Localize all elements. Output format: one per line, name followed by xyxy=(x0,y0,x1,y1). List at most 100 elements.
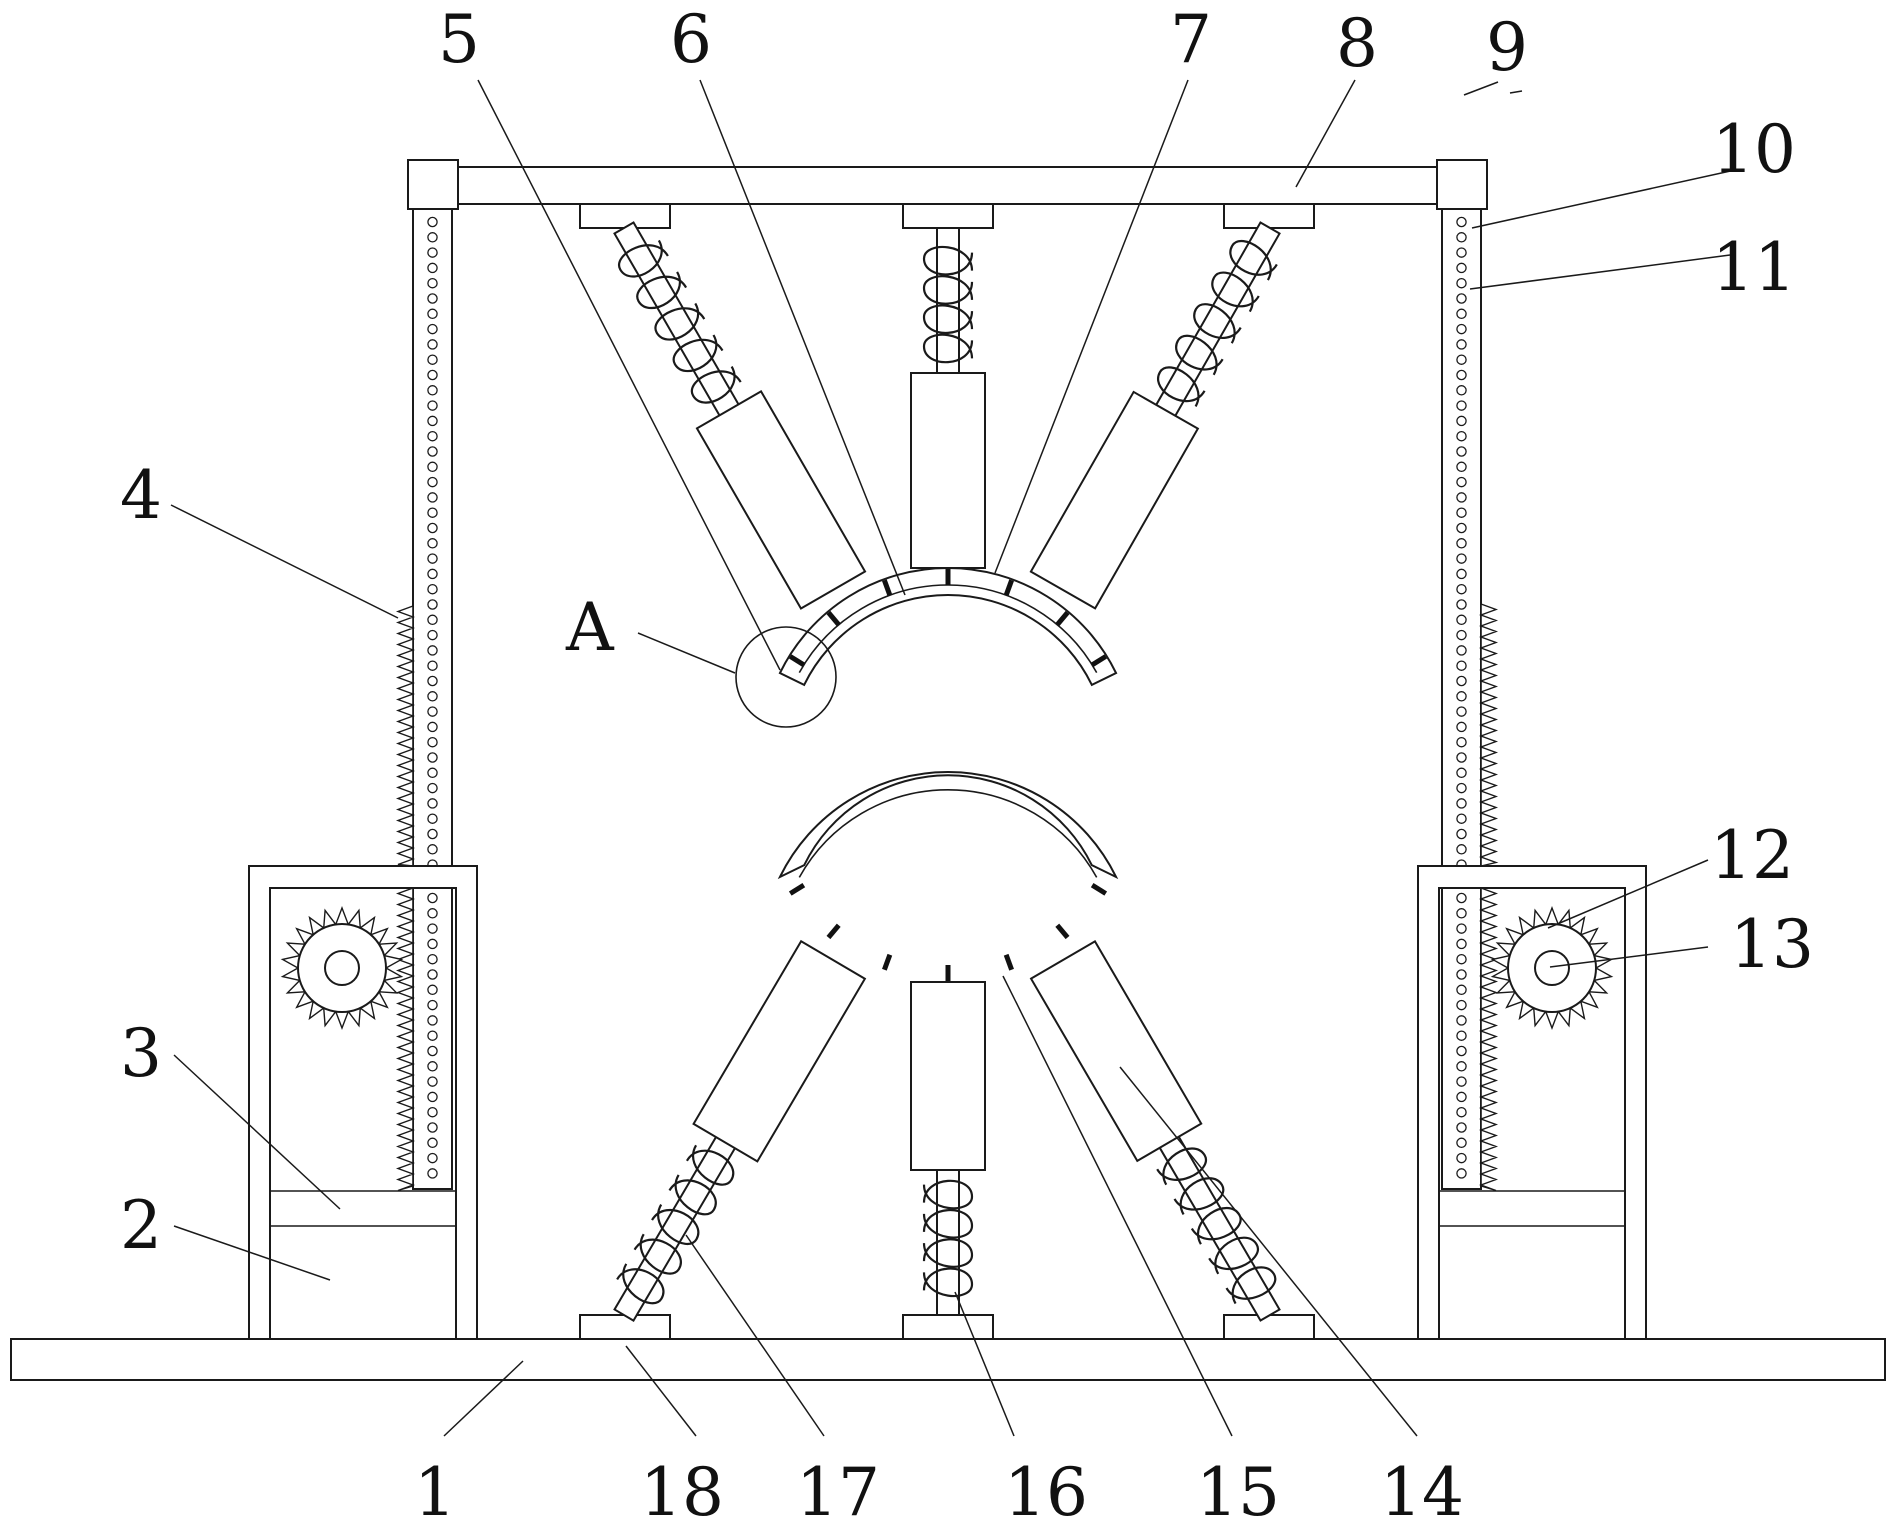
column-hole xyxy=(1456,492,1467,503)
upper-left-assembly xyxy=(613,221,867,610)
column-hole xyxy=(427,430,438,442)
column-hole xyxy=(1456,583,1467,595)
clamp-body xyxy=(778,567,1118,687)
column-hole xyxy=(427,892,438,904)
callout-18: 18 xyxy=(640,1454,724,1531)
column-hole xyxy=(1456,339,1467,350)
column-hole xyxy=(427,1076,438,1087)
column-hole xyxy=(427,828,438,840)
mount-pad xyxy=(579,1314,671,1340)
rubber-pad xyxy=(882,579,893,597)
column-hole xyxy=(427,262,438,274)
rubber-pad xyxy=(826,923,841,940)
column-hole xyxy=(1456,1091,1467,1103)
column-hole xyxy=(1456,813,1467,824)
column-hole xyxy=(1456,660,1467,671)
hydraulic-cylinder xyxy=(910,981,986,1171)
callout-17: 17 xyxy=(796,1454,880,1531)
column-hole xyxy=(1456,430,1467,442)
column-hole xyxy=(1456,232,1467,243)
base-plate xyxy=(10,1338,1886,1381)
lower-center-assembly xyxy=(910,981,986,1316)
column-hole xyxy=(1456,216,1467,228)
column-hole xyxy=(1456,1030,1467,1041)
callout-16: 16 xyxy=(1004,1454,1088,1531)
column-hole xyxy=(1456,969,1467,980)
column-hole xyxy=(427,583,438,595)
callout-13: 13 xyxy=(1730,906,1814,983)
rubber-pad xyxy=(945,569,951,585)
column-hole xyxy=(1456,645,1467,656)
column-hole xyxy=(1456,798,1467,809)
column-hole xyxy=(1456,892,1467,904)
callout-4: 4 xyxy=(120,457,162,534)
column-hole xyxy=(1456,999,1467,1011)
column-hole xyxy=(427,675,438,687)
piston-rod xyxy=(1156,1131,1281,1322)
column-hole xyxy=(427,1061,438,1072)
column-hole xyxy=(1456,1168,1467,1179)
column-hole xyxy=(427,660,438,671)
column-hole xyxy=(427,507,438,518)
right-column-holes xyxy=(1456,216,1467,886)
column-hole xyxy=(427,691,438,702)
column-hole xyxy=(1456,736,1467,748)
column-hole xyxy=(427,1122,438,1133)
column-hole xyxy=(1456,1076,1467,1087)
column-hole xyxy=(427,247,438,258)
column-hole xyxy=(1456,354,1467,365)
callout-5: 5 xyxy=(438,1,480,78)
column-hole xyxy=(1456,706,1467,717)
right-gear-icon xyxy=(1490,906,1614,1030)
column-hole xyxy=(427,938,438,950)
column-hole xyxy=(427,385,438,396)
rubber-pad xyxy=(788,882,806,896)
column-hole xyxy=(427,308,438,320)
column-hole xyxy=(1456,308,1467,320)
column-hole xyxy=(427,1152,438,1164)
mount-pad xyxy=(1223,1314,1315,1340)
spring-coil xyxy=(1157,239,1278,407)
column-hole xyxy=(1456,752,1467,763)
column-hole xyxy=(427,645,438,656)
left-rack-lower xyxy=(395,887,416,1192)
column-hole xyxy=(1456,1015,1467,1026)
rubber-pad xyxy=(945,965,951,981)
column-hole xyxy=(427,1091,438,1103)
column-hole xyxy=(427,293,438,304)
piston-rod xyxy=(613,221,742,421)
column-hole xyxy=(427,354,438,365)
column-hole xyxy=(1456,507,1467,518)
column-hole xyxy=(1456,446,1467,457)
column-hole xyxy=(427,1106,438,1118)
column-hole xyxy=(1456,1137,1467,1149)
column-hole xyxy=(427,415,438,427)
column-hole xyxy=(1456,984,1467,996)
column-hole xyxy=(1456,844,1467,855)
column-hole xyxy=(427,461,438,473)
callout-6: 6 xyxy=(670,1,712,78)
column-hole xyxy=(1456,675,1467,687)
column-hole xyxy=(427,629,438,641)
rack-teeth xyxy=(395,605,416,867)
lower-arc-clamp xyxy=(777,771,1119,981)
column-hole xyxy=(427,216,438,228)
callout-8: 8 xyxy=(1336,5,1378,82)
hydraulic-cylinder xyxy=(910,372,986,569)
column-hole xyxy=(1456,293,1467,304)
column-hole xyxy=(1456,323,1467,335)
right-rack xyxy=(1478,603,1499,867)
column-hole xyxy=(427,736,438,748)
mount-pad xyxy=(902,1314,994,1340)
column-hole xyxy=(1456,461,1467,473)
gear-shaft xyxy=(324,950,360,986)
piston-rod xyxy=(1152,221,1281,421)
column-hole xyxy=(1456,828,1467,840)
mount-pad xyxy=(1223,203,1315,229)
detail-circle-a xyxy=(735,626,837,728)
column-hole xyxy=(1456,767,1467,779)
column-hole xyxy=(1456,262,1467,274)
column-hole xyxy=(1456,938,1467,950)
upper-arc-clamp xyxy=(778,567,1118,687)
right-column-holes-lower xyxy=(1456,892,1467,1179)
